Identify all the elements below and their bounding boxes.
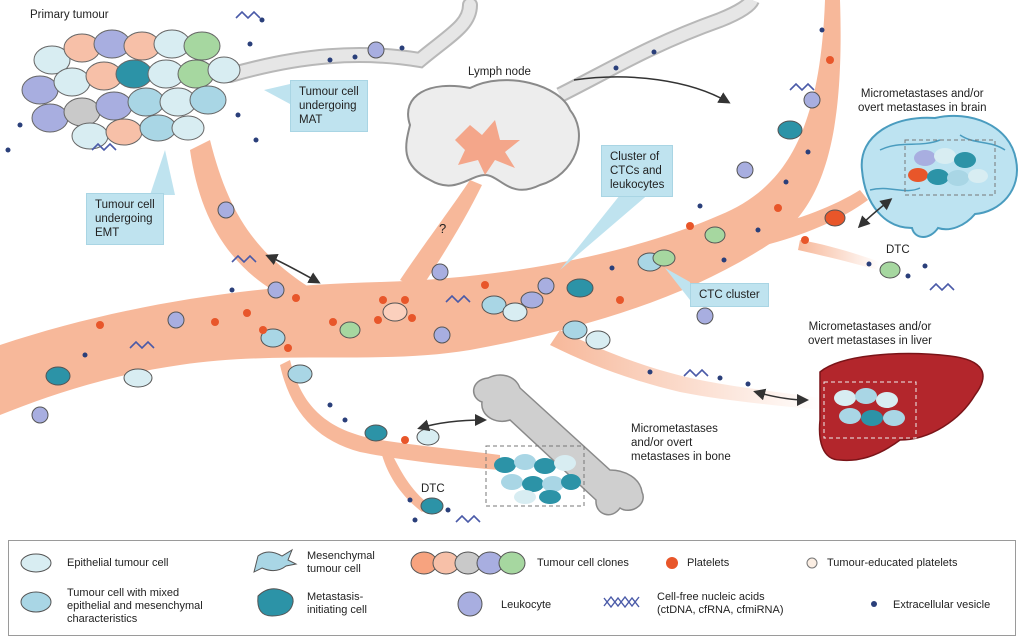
legend-platelets-label: Platelets <box>687 557 730 569</box>
extracellular-vesicles <box>5 17 928 523</box>
legend-nucleic-acid-label: Cell-free nucleic acids (ctDNA, cfRNA, c… <box>657 591 784 616</box>
platelet-icon <box>666 557 678 569</box>
brain-metastases-label: Micrometastases and/or overt metastases … <box>858 88 987 114</box>
legend: Epithelial tumour cell Mesenchymal tumou… <box>8 540 1016 636</box>
liver-metastasis-box <box>823 381 917 439</box>
legend-icons <box>20 548 877 617</box>
question-mark-label: ? <box>439 221 447 236</box>
ctc-leukocyte-cluster-callout: Cluster of CTCs and leukocytes <box>601 145 674 197</box>
legend-leukocyte-label: Leukocyte <box>501 599 552 611</box>
circulating-cells <box>31 41 901 515</box>
educated-platelet-icon <box>806 557 818 569</box>
legend-mixed-label: Tumour cell with mixed epithelial and me… <box>67 587 203 625</box>
metastasis-initiating-cell-icon <box>257 588 294 617</box>
primary-tumour-mass <box>21 29 241 150</box>
emt-callout: Tumour cell undergoing EMT <box>86 193 164 245</box>
legend-initiating-label: Metastasis- initiating cell <box>307 591 367 616</box>
blood-vessels <box>0 0 880 512</box>
exchange-arrows <box>265 76 893 432</box>
legend-clones-label: Tumour cell clones <box>537 557 629 569</box>
liver <box>818 352 984 462</box>
primary-tumour-label: Primary tumour <box>30 9 109 21</box>
bone-metastasis-cluster <box>494 454 581 504</box>
bone-metastasis-box <box>485 445 585 507</box>
lymph-node <box>405 79 580 191</box>
brain-metastasis-cluster <box>908 148 988 186</box>
legend-mesenchymal-label: Mesenchymal tumour cell <box>307 550 375 575</box>
nucleic-acid-icon <box>603 595 640 609</box>
liver-metastases-label: Micrometastases and/or overt metastases … <box>808 321 932 347</box>
clones-icon <box>410 551 526 575</box>
epithelial-cell-icon <box>20 553 52 573</box>
legend-epithelial-label: Epithelial tumour cell <box>67 557 169 569</box>
mat-callout: Tumour cell undergoing MAT <box>290 80 368 132</box>
bone <box>473 374 644 516</box>
lymph-node-label: Lymph node <box>468 66 531 78</box>
legend-vesicle-label: Extracellular vesicle <box>893 599 991 611</box>
dtc-brain-label: DTC <box>886 244 910 256</box>
leukocyte-icon <box>457 591 483 617</box>
liver-metastasis-cluster <box>834 388 905 426</box>
legend-educated-platelets-label: Tumour-educated platelets <box>827 557 958 569</box>
mixed-cell-icon <box>20 591 52 613</box>
ctc-cluster-callout: CTC cluster <box>690 283 769 307</box>
brain-metastasis-box <box>904 139 996 196</box>
vesicle-icon <box>871 601 877 607</box>
dtc-bone-label: DTC <box>421 483 445 495</box>
cell-free-nucleic-acids <box>91 10 955 524</box>
platelets <box>96 56 834 444</box>
mesenchymal-cell-icon <box>253 548 298 573</box>
bone-metastases-label: Micrometastases and/or overt metastases … <box>631 423 731 463</box>
